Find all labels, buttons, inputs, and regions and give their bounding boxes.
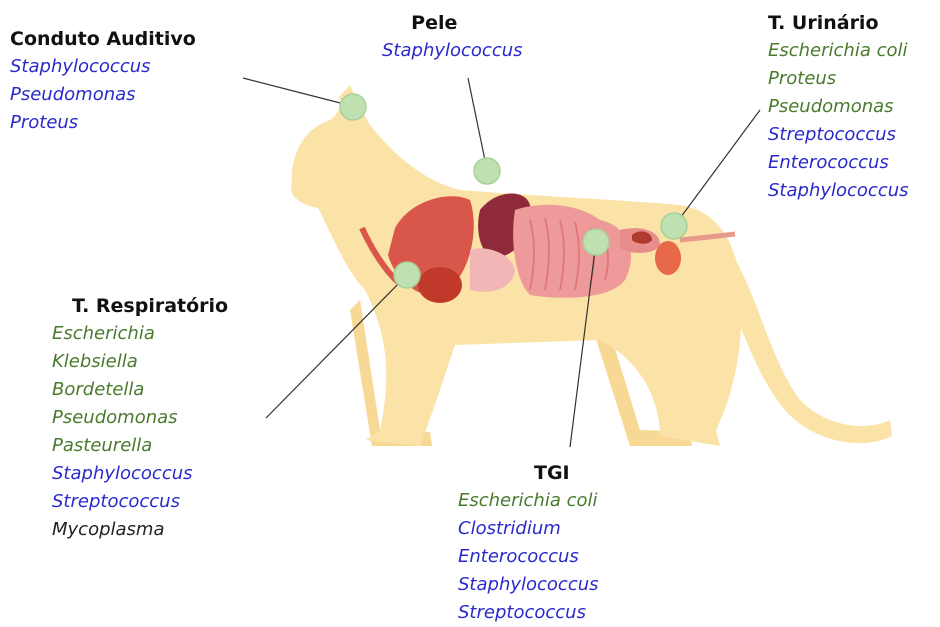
- bacteria-item: Staphylococcus: [52, 460, 228, 488]
- bacteria-item: Pseudomonas: [10, 81, 196, 109]
- bacteria-item: Staphylococcus: [458, 571, 599, 599]
- marker-urinary: [661, 213, 687, 239]
- bacteria-item: Streptococcus: [768, 121, 909, 149]
- bacteria-item: Klebsiella: [52, 348, 228, 376]
- urinary-title: T. Urinário: [768, 9, 909, 37]
- respiratory-title: T. Respiratório: [72, 292, 228, 320]
- marker-ear: [340, 94, 366, 120]
- bacteria-item: Escherichia: [52, 320, 228, 348]
- bacteria-item: Proteus: [768, 65, 909, 93]
- ear-title: Conduto Auditivo: [10, 25, 196, 53]
- marker-respiratory: [394, 262, 420, 288]
- bacteria-item: Enterococcus: [768, 149, 909, 177]
- gi-title: TGI: [534, 459, 599, 487]
- respiratory-list: EscherichiaKlebsiellaBordetellaPseudomon…: [52, 320, 228, 544]
- skin-title: Pele: [346, 9, 523, 37]
- bacteria-item: Streptococcus: [458, 599, 599, 627]
- bacteria-item: Streptococcus: [52, 488, 228, 516]
- bacteria-item: Proteus: [10, 109, 196, 137]
- ear-group: Conduto Auditivo StaphylococcusPseudomon…: [10, 25, 196, 137]
- bacteria-item: Staphylococcus: [768, 177, 909, 205]
- bacteria-item: Staphylococcus: [382, 37, 523, 65]
- gi-list: Escherichia coliClostridiumEnterococcusS…: [458, 487, 599, 627]
- bacteria-item: Staphylococcus: [10, 53, 196, 81]
- urinary-group: T. Urinário Escherichia coliProteusPseud…: [768, 9, 909, 205]
- skin-list: Staphylococcus: [382, 37, 523, 65]
- bacteria-item: Enterococcus: [458, 543, 599, 571]
- bladder: [655, 241, 681, 275]
- bacteria-item: Pseudomonas: [768, 93, 909, 121]
- bacteria-item: Escherichia coli: [768, 37, 909, 65]
- marker-gi: [583, 229, 609, 255]
- cat-tail: [720, 250, 892, 443]
- bacteria-item: Pasteurella: [52, 432, 228, 460]
- leader-skin: [468, 78, 487, 170]
- bacteria-item: Clostridium: [458, 515, 599, 543]
- heart: [418, 267, 462, 303]
- gi-group: TGI Escherichia coliClostridiumEnterococ…: [458, 459, 599, 627]
- marker-skin: [474, 158, 500, 184]
- urinary-list: Escherichia coliProteusPseudomonasStrept…: [768, 37, 909, 205]
- bacteria-item: Pseudomonas: [52, 404, 228, 432]
- bacteria-item: Escherichia coli: [458, 487, 599, 515]
- respiratory-group: T. Respiratório EscherichiaKlebsiellaBor…: [52, 292, 228, 544]
- leader-ear: [243, 78, 352, 106]
- bacteria-item: Mycoplasma: [52, 516, 228, 544]
- bacteria-item: Bordetella: [52, 376, 228, 404]
- ear-list: StaphylococcusPseudomonasProteus: [10, 53, 196, 137]
- leader-urinary: [675, 110, 760, 225]
- skin-group: Pele Staphylococcus: [382, 9, 523, 65]
